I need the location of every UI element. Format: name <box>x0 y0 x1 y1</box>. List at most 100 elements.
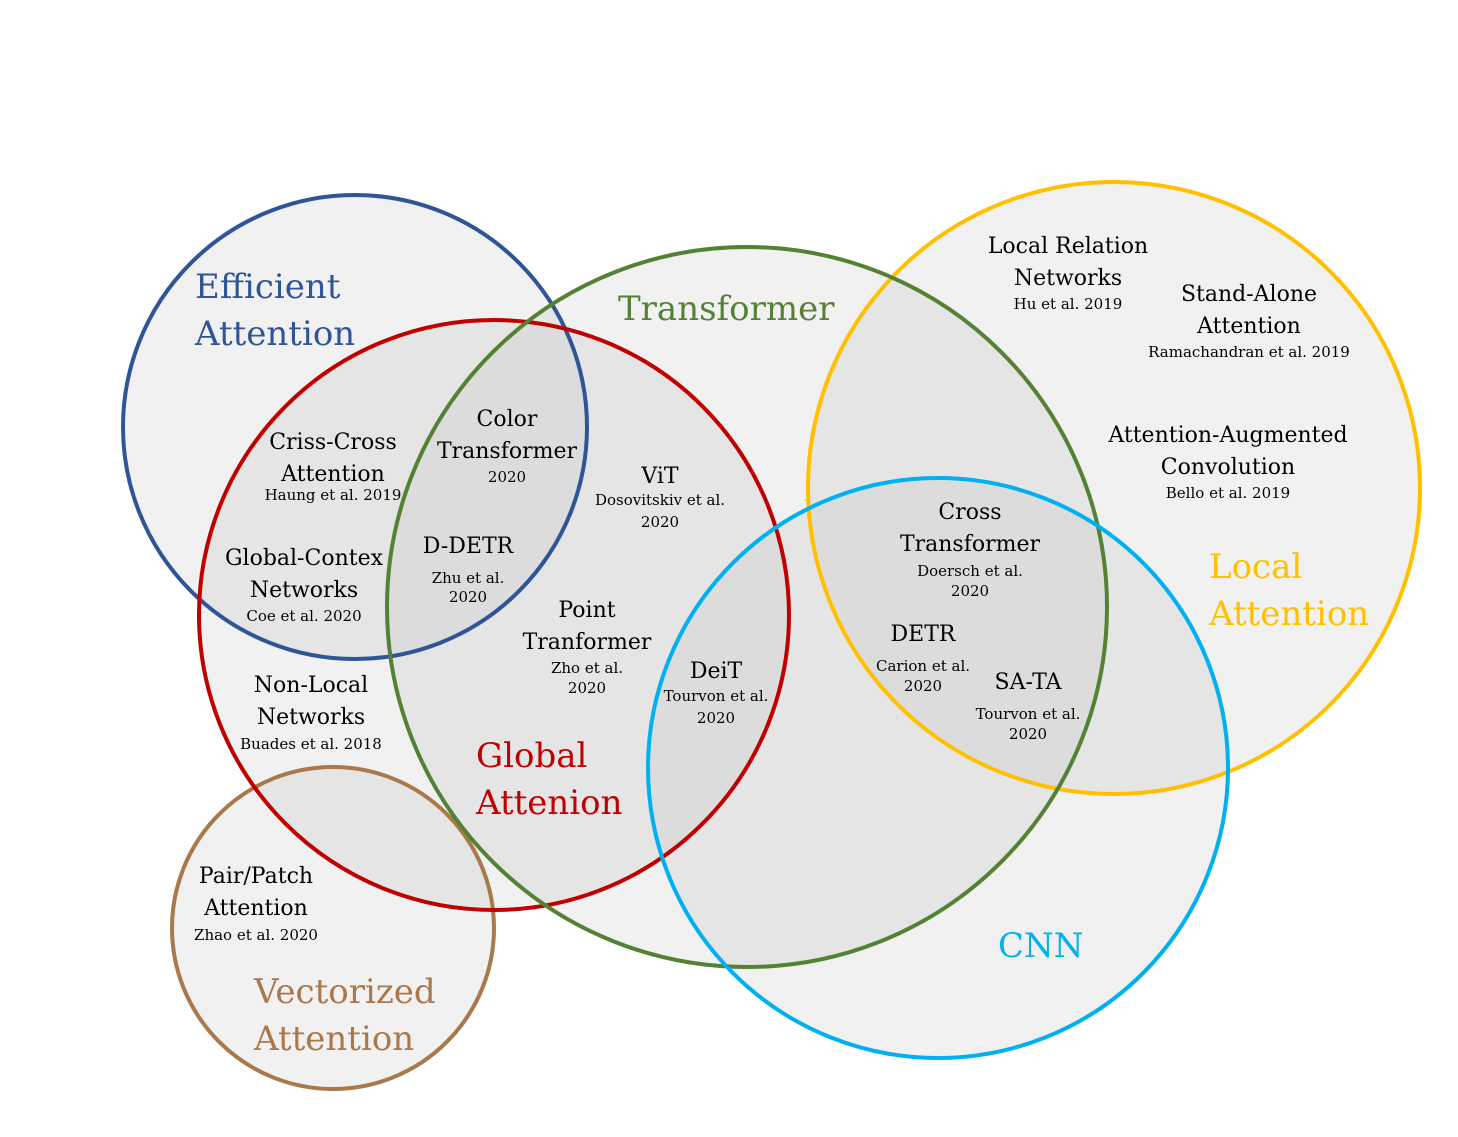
local-circle-fill <box>808 182 1420 794</box>
local-relation-name-line: Local Relation <box>988 234 1148 259</box>
transformer-set-label: Transformer <box>618 289 835 329</box>
d-detr-citation-line: 2020 <box>449 588 487 606</box>
global-circle <box>197 318 791 912</box>
transformer-circle-fill <box>387 247 1107 967</box>
deit-item: DeiT Tourvon et al. 2020 <box>664 659 769 727</box>
vectorized-circle <box>170 765 496 1091</box>
detr-citation: Carion et al. 2020 <box>876 657 970 695</box>
criss-cross-name-line: Criss-Cross <box>269 430 397 455</box>
cross-transformer-citation-line: Doersch et al. <box>917 562 1023 580</box>
detr-item: DETR Carion et al. 2020 <box>876 622 970 695</box>
cnn-circle-fill <box>648 478 1228 1058</box>
point-transformer-citation-line: 2020 <box>568 679 606 697</box>
color-transformer-name-line: Color <box>477 407 538 432</box>
detr-name-line: DETR <box>891 622 957 647</box>
pair-patch-citation-line: Zhao et al. 2020 <box>194 926 318 944</box>
stand-alone-name-line: Attention <box>1196 314 1301 339</box>
d-detr-citation-line: Zhu et al. <box>432 569 505 587</box>
set-circles <box>121 180 1422 1091</box>
color-transformer-citation: 2020 <box>488 468 526 486</box>
d-detr-name-line: D-DETR <box>423 534 515 559</box>
detr-name: DETR <box>891 622 957 647</box>
vit-citation: Dosovitskiv et al.2020 <box>595 491 725 531</box>
point-transformer-citation-line: Zho et al. <box>551 659 623 677</box>
criss-cross-name-line: Attention <box>280 462 385 487</box>
deit-citation: Tourvon et al. 2020 <box>664 687 769 727</box>
non-local-citation: Buades et al. 2018 <box>240 735 382 753</box>
criss-cross-citation-line: Haung et al. 2019 <box>265 486 402 504</box>
efficient-circle <box>121 193 589 661</box>
local-circle <box>806 180 1422 796</box>
pair-patch-citation: Zhao et al. 2020 <box>194 926 318 944</box>
cross-transformer-citation: Doersch et al. 2020 <box>917 562 1023 600</box>
sa-ta-name: SA-TA <box>995 670 1063 695</box>
cross-transformer-citation-line: 2020 <box>951 582 989 600</box>
sa-ta-citation-line: Tourvon et al. <box>976 705 1081 723</box>
non-local-citation-line: Buades et al. 2018 <box>240 735 382 753</box>
detr-citation-line: 2020 <box>904 677 942 695</box>
local-relation-citation: Hu et al. 2019 <box>1014 295 1123 313</box>
local-relation-citation-line: Hu et al. 2019 <box>1014 295 1123 313</box>
attention-augmented-citation-line: Bello et al. 2019 <box>1166 484 1290 502</box>
efficient-circle-fill <box>123 195 587 659</box>
point-transformer-citation: Zho et al. 2020 <box>551 659 623 697</box>
attention-augmented-name-line: Convolution <box>1161 455 1295 480</box>
sa-ta-name-line: SA-TA <box>995 670 1063 695</box>
local-set-label-line: Attention <box>1208 594 1369 634</box>
transformer-set-label-line: Transformer <box>618 289 835 329</box>
criss-cross-citation: Haung et al. 2019 <box>265 486 402 504</box>
detr-citation-line: Carion et al. <box>876 657 970 675</box>
pair-patch-name-line: Pair/Patch <box>199 864 313 889</box>
efficient-set-label-line: Efficient <box>195 267 341 307</box>
stand-alone-citation-line: Ramachandran et al. 2019 <box>1148 343 1350 361</box>
cnn-set-label: CNN <box>998 926 1084 966</box>
vectorized-set-label-line: Vectorized <box>253 972 436 1012</box>
stand-alone-citation: Ramachandran et al. 2019 <box>1148 343 1350 361</box>
vit-name: ViT <box>640 464 679 489</box>
non-local-name-line: Non-Local <box>254 673 368 698</box>
global-context-name-line: Global-Contex <box>225 546 384 571</box>
deit-name-line: DeiT <box>690 659 743 684</box>
cross-transformer-name-line: Cross <box>938 500 1001 525</box>
transformer-circle <box>385 245 1109 969</box>
global-set-label-line: Global <box>476 736 587 776</box>
vit-citation-line: Dosovitskiv et al. <box>595 491 725 509</box>
non-local-name-line: Networks <box>257 705 365 730</box>
global-context-citation-line: Coe et al. 2020 <box>246 607 361 625</box>
deit-citation-line: 2020 <box>697 709 735 727</box>
cnn-circle <box>646 476 1230 1060</box>
vit-name-line: ViT <box>640 464 679 489</box>
local-relation-name-line: Networks <box>1014 266 1122 291</box>
d-detr-item: D-DETR Zhu et al.2020 <box>423 534 515 606</box>
d-detr-name: D-DETR <box>423 534 515 559</box>
deit-citation-line: Tourvon et al. <box>664 687 769 705</box>
sa-ta-citation: Tourvon et al.2020 <box>976 705 1081 743</box>
point-transformer-name-line: Tranformer <box>523 630 652 655</box>
deit-name: DeiT <box>690 659 743 684</box>
